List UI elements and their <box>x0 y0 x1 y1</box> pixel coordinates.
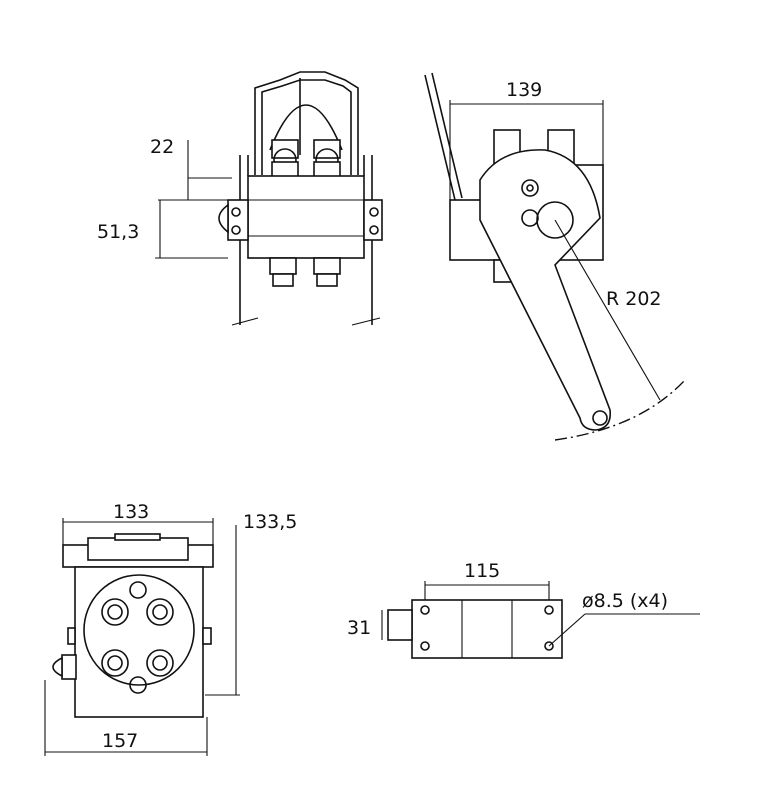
base-view: 115 31 ø8.5 (x4) <box>347 560 700 659</box>
dimension-51-3: 51,3 <box>97 200 228 259</box>
radius-label: R 202 <box>606 288 662 310</box>
dim-51-3-label: 51,3 <box>97 221 139 243</box>
dim-115-label: 115 <box>464 560 500 582</box>
lower-nuts <box>269 257 341 287</box>
dim-157-label: 157 <box>102 730 138 752</box>
side-view: 139 R 202 <box>424 72 686 441</box>
valve-block <box>247 175 365 259</box>
plan-view: 133 133,5 157 <box>44 501 297 756</box>
upper-nuts <box>271 139 341 179</box>
hole-callout-label: ø8.5 (x4) <box>582 590 668 612</box>
dimension-22: 22 <box>150 136 232 201</box>
dim-139-label: 139 <box>506 79 542 101</box>
front-view: 22 51,3 <box>97 71 383 326</box>
dim-22-label: 22 <box>150 136 174 158</box>
dim-133-5-label: 133,5 <box>243 511 297 533</box>
dim-133-label: 133 <box>113 501 149 523</box>
dim-31-label: 31 <box>347 617 371 639</box>
